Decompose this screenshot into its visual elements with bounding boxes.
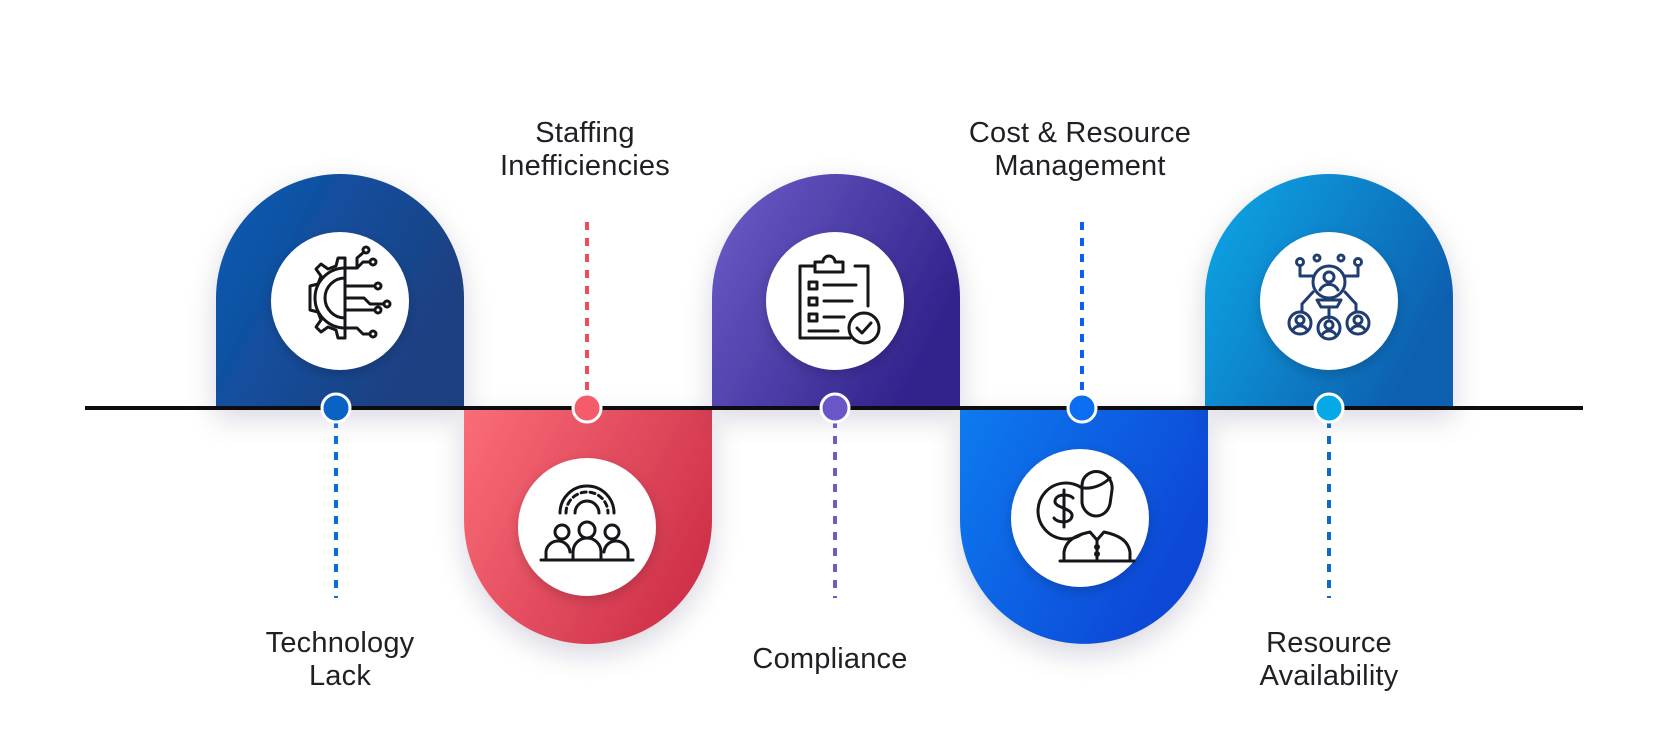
gear-circuit-icon [308,245,392,340]
label-line: Lack [308,660,372,692]
dots-layer [320,392,1345,424]
label-line: Inefficiencies [500,150,670,182]
label-staffing-inefficiencies: Staffing Inefficiencies [435,117,735,183]
dot-staffing-inefficiencies [571,392,603,424]
label-cost-resource-management: Cost & Resource Management [930,117,1230,183]
label-line: Staffing [535,117,635,149]
label-technology-lack: Technology Lack [190,627,490,693]
dollar-person-icon [1036,470,1136,563]
dot-technology-lack [320,392,352,424]
icon-circle-cost-resource-management [1011,449,1149,587]
clipboard-check-icon [798,254,881,345]
icon-circle-staffing-inefficiencies [518,458,656,596]
label-compliance: Compliance [680,643,980,676]
label-resource-availability: Resource Availability [1179,627,1479,693]
label-line: Management [994,150,1166,182]
team-gear-icon [539,484,635,562]
label-line: Resource [1266,627,1392,659]
label-line: Cost & Resource [968,117,1192,149]
label-line: Availability [1259,660,1399,692]
resource-network-icon [1287,253,1371,341]
connector-layer [334,222,1331,598]
label-line: Compliance [752,643,908,675]
dot-compliance [819,392,851,424]
dot-resource-availability [1313,392,1345,424]
dot-cost-resource-management [1066,392,1098,424]
label-line: Technology [265,627,415,659]
